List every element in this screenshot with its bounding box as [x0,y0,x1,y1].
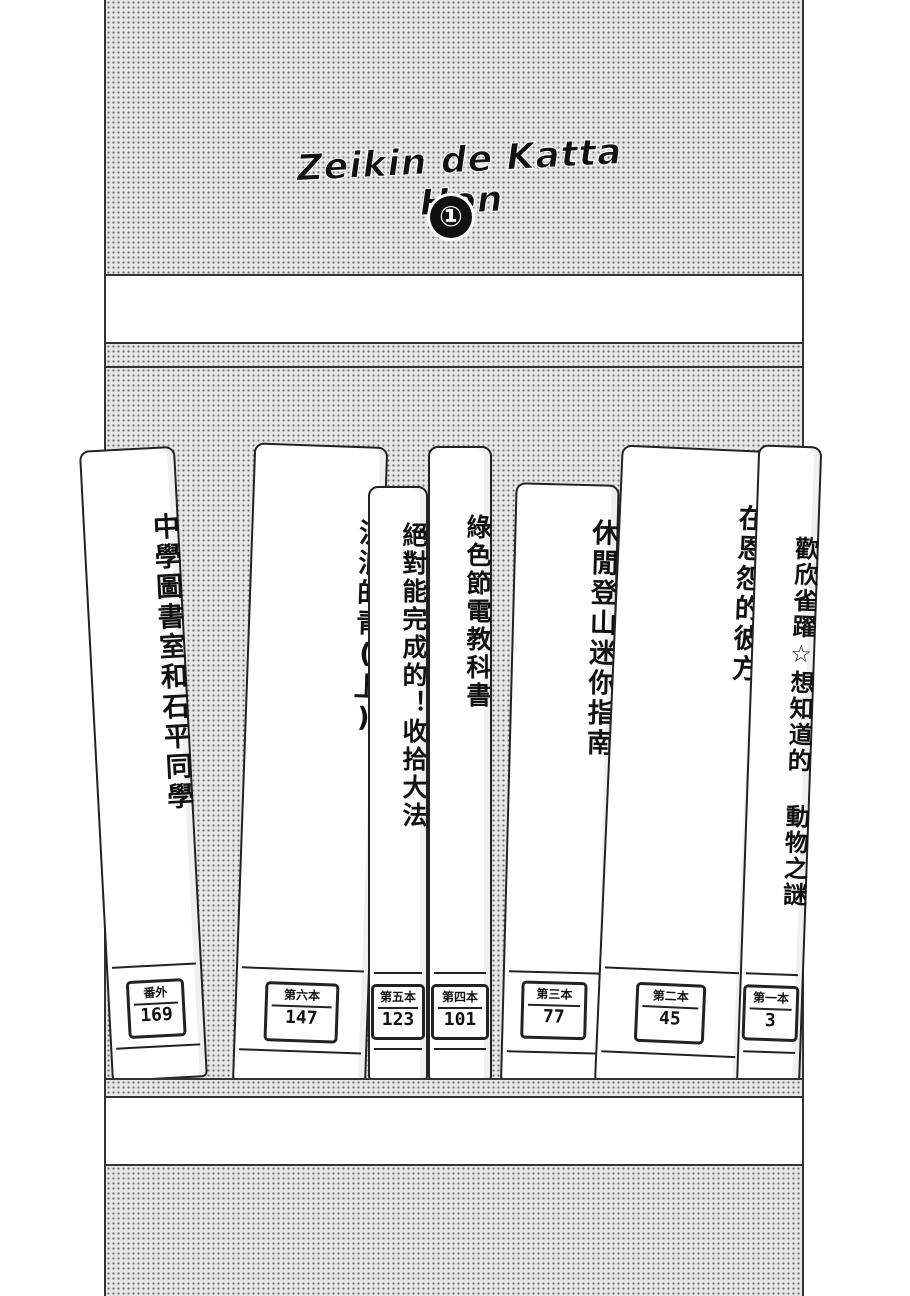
book-band [239,1048,362,1055]
book-1-number: 3 [748,1007,792,1032]
book-6-number: 147 [270,1004,332,1030]
book-band [241,966,364,973]
book-3-label: 第三本 77 [520,980,588,1041]
book-band [508,970,601,975]
book-4-title: 綠色節電教科書 [463,514,492,710]
upper-shelf-board [104,274,804,344]
book-band [374,1048,422,1050]
book-5-number: 123 [378,1007,418,1030]
book-3-order: 第三本 [536,986,573,1002]
book-band [604,966,739,975]
book-4-number: 101 [438,1007,482,1030]
book-1-title: 歡欣雀躍☆想知道的 動物之謎 [778,535,820,909]
lower-shelf-board [104,1096,804,1166]
book-5-label: 第五本 123 [371,984,425,1040]
book-band [434,972,486,974]
book-6-title: 流浪的青(上) [347,517,386,737]
book-band [743,1050,796,1055]
book-6[interactable]: 流浪的青(上) 第六本 147 [232,442,389,1087]
book-extra-label: 番外 169 [125,978,187,1040]
book-2-title: 在恩怨的彼方 [726,503,766,685]
book-4-order: 第四本 [441,990,478,1004]
book-2-label: 第二本 45 [633,981,707,1045]
book-band [506,1050,599,1055]
top-dotted-panel [104,0,804,276]
book-band [434,1048,486,1050]
book-band [116,1043,201,1050]
book-extra-number: 169 [133,1001,180,1027]
book-band [111,962,196,969]
book-extra-order: 番外 [143,984,168,1001]
book-band [601,1050,736,1059]
book-5[interactable]: 絕對能完成的！收拾大法 第五本 123 [368,486,428,1082]
lower-shelf-edge [104,1078,804,1098]
bottom-dotted-panel [104,1164,804,1296]
book-5-order: 第五本 [379,990,416,1004]
book-6-label: 第六本 147 [263,981,340,1044]
book-4-label: 第四本 101 [431,984,489,1040]
book-1-label: 第一本 3 [741,984,800,1043]
book-2-number: 45 [641,1005,699,1031]
volume-number: ① [430,196,472,238]
book-3-title: 休閒登山迷你指南 [581,518,619,759]
book-6-order: 第六本 [283,987,321,1004]
upper-shelf-edge [104,344,804,368]
book-3-number: 77 [527,1003,581,1029]
book-2-order: 第二本 [652,988,690,1005]
book-4[interactable]: 綠色節電教科書 第四本 101 [428,446,492,1082]
book-extra-title: 中學圖書室和石平同學 [147,511,194,813]
book-5-title: 絕對能完成的！收拾大法 [399,522,428,830]
book-1-order: 第一本 [752,990,790,1006]
book-band [745,972,798,977]
book-band [374,972,422,974]
